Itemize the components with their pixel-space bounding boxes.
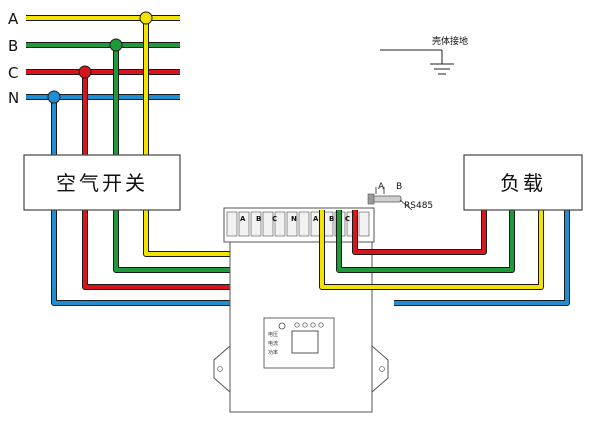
indicator-label-1: 电压 [268, 331, 278, 338]
wire-n-from-load [394, 210, 569, 305]
meter-button-4 [310, 322, 316, 328]
indicator-label-3: 功率 [268, 349, 278, 356]
phase-label-n: N [8, 89, 19, 107]
terminal-teeth [226, 211, 370, 237]
rs485-label: RS485 [404, 201, 433, 211]
ground-symbol [380, 49, 454, 75]
meter-button-3 [302, 322, 308, 328]
load-box: 负载 [463, 154, 583, 211]
phase-label-a: A [8, 10, 19, 28]
rs485-pin-b-label: B [396, 182, 402, 192]
junction-dot-c [78, 65, 92, 79]
air-switch-box: 空气开关 [23, 154, 181, 211]
ground-label: 壳体接地 [432, 35, 468, 47]
rs485-pin-a-label: A [378, 182, 385, 192]
terminal-label-out-b: B [329, 215, 334, 223]
terminal-label-in-c: C [272, 215, 277, 223]
meter-flange-right [371, 345, 389, 393]
terminal-label-in-a: A [240, 215, 246, 223]
phase-label-b: B [8, 37, 18, 55]
terminal-label-in-n: N [291, 215, 297, 223]
air-switch-label: 空气开关 [56, 171, 148, 195]
junction-dot-b [109, 38, 123, 52]
meter-button-2 [294, 322, 300, 328]
meter-flange-left [213, 345, 231, 393]
rs485-connector [367, 187, 413, 211]
meter-button-5 [318, 322, 324, 328]
wire-a-to-meter [144, 210, 236, 256]
wire-c-to-load [353, 210, 486, 254]
terminal-label-out-c: C [345, 215, 350, 223]
meter-to-load-wires [319, 210, 570, 306]
indicator-label-2: 电流 [268, 340, 278, 347]
wire-b-to-load [337, 210, 514, 272]
junction-dot-a [139, 11, 153, 25]
phase-bus-lines [26, 15, 180, 100]
load-label: 负载 [500, 171, 546, 195]
terminal-label-out-a: A [313, 215, 319, 223]
wire-a-to-load [320, 210, 543, 289]
phase-label-c: C [8, 64, 18, 82]
drop-wires [51, 18, 149, 155]
meter-device: 电压 电流 功率 [213, 207, 389, 413]
meter-lcd-screen [291, 330, 319, 354]
meter-button-1 [278, 322, 286, 330]
junction-dot-n [47, 90, 61, 104]
terminal-label-in-b: B [256, 215, 261, 223]
